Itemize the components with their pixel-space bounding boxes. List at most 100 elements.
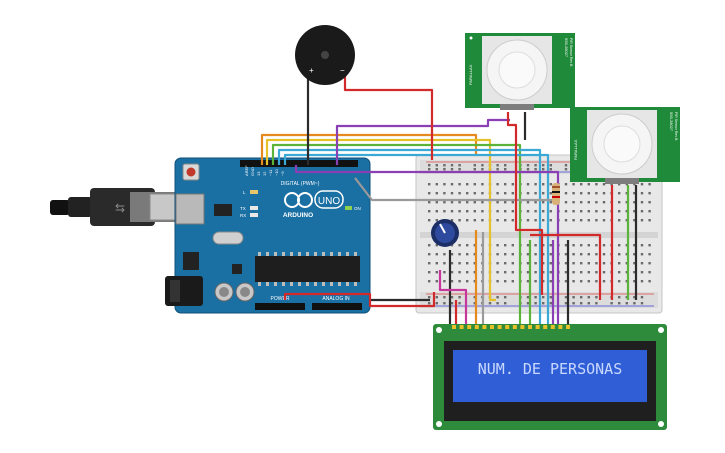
breadboard-hole[interactable] [595,253,598,256]
breadboard-hole[interactable] [443,192,446,195]
breadboard-hole[interactable] [504,271,507,274]
wire-red-pir1[interactable] [506,112,544,295]
breadboard-hole[interactable] [625,210,628,213]
breadboard-hole[interactable] [504,192,507,195]
breadboard-hole[interactable] [428,253,431,256]
breadboard-hole[interactable] [580,302,583,305]
lcd-pin[interactable] [512,325,517,329]
breadboard-hole[interactable] [450,192,454,195]
analog-header[interactable] [312,303,362,310]
breadboard-hole[interactable] [580,192,583,195]
breadboard-hole[interactable] [496,271,499,274]
breadboard-hole[interactable] [473,201,476,204]
breadboard-hole[interactable] [625,271,628,274]
lcd-pin[interactable] [543,325,548,329]
breadboard-hole[interactable] [458,219,461,222]
breadboard-hole[interactable] [549,253,552,256]
breadboard-hole[interactable] [610,183,613,186]
breadboard-hole[interactable] [648,244,651,247]
breadboard-hole[interactable] [625,302,628,305]
breadboard-hole[interactable] [595,183,598,186]
lcd-pin[interactable] [520,325,525,329]
breadboard-hole[interactable] [428,192,431,195]
breadboard-hole[interactable] [595,280,598,283]
breadboard-hole[interactable] [625,192,628,195]
breadboard-hole[interactable] [473,262,476,265]
breadboard-hole[interactable] [625,262,628,265]
breadboard-hole[interactable] [549,302,552,305]
breadboard-hole[interactable] [640,296,644,299]
breadboard-hole[interactable] [618,271,621,274]
wire-purple[interactable] [335,118,510,165]
breadboard-hole[interactable] [443,168,446,171]
lcd-pin[interactable] [550,325,555,329]
breadboard-hole[interactable] [618,296,621,299]
breadboard-hole[interactable] [443,271,446,274]
breadboard-hole[interactable] [602,192,606,195]
breadboard-hole[interactable] [648,280,651,283]
breadboard-hole[interactable] [511,253,514,256]
breadboard-hole[interactable] [496,183,499,186]
breadboard-hole[interactable] [580,296,583,299]
breadboard-hole[interactable] [572,183,575,186]
breadboard-hole[interactable] [564,262,568,265]
breadboard-hole[interactable] [458,164,461,167]
breadboard-hole[interactable] [580,253,583,256]
breadboard-hole[interactable] [466,201,469,204]
breadboard-hole[interactable] [587,280,590,283]
lcd-pin[interactable] [490,325,494,329]
lcd-pins[interactable] [452,325,570,329]
breadboard-hole[interactable] [481,183,484,186]
breadboard-hole[interactable] [443,210,446,213]
breadboard-hole[interactable] [640,262,644,265]
breadboard-hole[interactable] [511,280,514,283]
breadboard-hole[interactable] [580,244,583,247]
breadboard-hole[interactable] [473,296,476,299]
breadboard-hole[interactable] [481,210,484,213]
breadboard-hole[interactable] [648,183,651,186]
breadboard-hole[interactable] [435,244,438,247]
lcd-pin[interactable] [497,325,502,329]
breadboard-hole[interactable] [625,219,628,222]
breadboard-hole[interactable] [450,280,454,283]
breadboard-hole[interactable] [466,210,469,213]
breadboard-hole[interactable] [504,296,507,299]
breadboard-hole[interactable] [640,280,644,283]
arduino-board[interactable]: UNO ARDUINO DIGITAL (PWM~) POWER ANALOG … [165,157,371,314]
breadboard-hole[interactable] [443,302,446,305]
breadboard-hole[interactable] [618,183,621,186]
breadboard-hole[interactable] [640,192,644,195]
breadboard-hole[interactable] [640,244,644,247]
breadboard-hole[interactable] [564,192,568,195]
breadboard-hole[interactable] [564,302,568,305]
breadboard-hole[interactable] [542,219,545,222]
breadboard-hole[interactable] [602,280,606,283]
breadboard-hole[interactable] [549,168,552,171]
breadboard-hole[interactable] [450,164,454,167]
breadboard-hole[interactable] [443,183,446,186]
breadboard-hole[interactable] [633,296,636,299]
breadboard-hole[interactable] [633,201,636,204]
breadboard-hole[interactable] [428,219,431,222]
breadboard-hole[interactable] [587,201,590,204]
breadboard-hole[interactable] [481,168,484,171]
breadboard-hole[interactable] [618,244,621,247]
breadboard-hole[interactable] [572,210,575,213]
breadboard-hole[interactable] [648,271,651,274]
breadboard-hole[interactable] [587,253,590,256]
wire-cyan-2[interactable] [283,153,550,325]
breadboard-hole[interactable] [625,296,628,299]
breadboard-hole[interactable] [526,219,530,222]
breadboard-hole[interactable] [610,302,613,305]
breadboard-hole[interactable] [428,201,431,204]
breadboard-hole[interactable] [564,210,568,213]
breadboard-hole[interactable] [534,280,537,283]
breadboard-hole[interactable] [564,164,568,167]
breadboard-hole[interactable] [602,183,606,186]
breadboard-hole[interactable] [443,262,446,265]
breadboard-hole[interactable] [435,253,438,256]
breadboard-hole[interactable] [435,280,438,283]
breadboard-hole[interactable] [473,164,476,167]
breadboard-hole[interactable] [526,192,530,195]
breadboard-hole[interactable] [534,219,537,222]
